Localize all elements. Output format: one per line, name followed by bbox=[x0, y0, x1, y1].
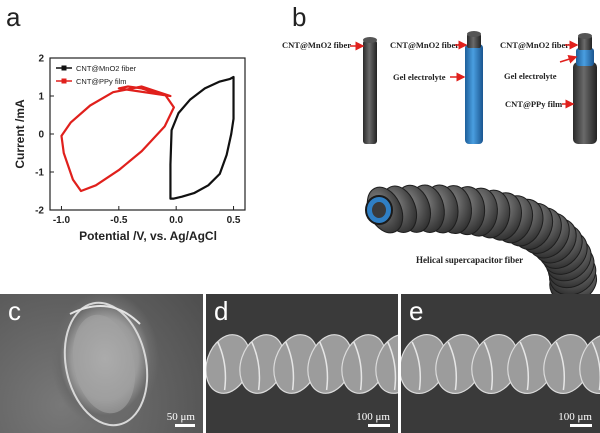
y-tick-label: 0 bbox=[38, 130, 44, 141]
fiber-2-label: CNT@MnO2 fiber bbox=[390, 40, 459, 50]
schematic-diagram: CNT@MnO2 fiber CNT@MnO2 fiber Gel electr… bbox=[282, 31, 597, 300]
coil-highlight bbox=[447, 341, 458, 391]
fiber-1-label: CNT@MnO2 fiber bbox=[282, 40, 351, 50]
coil-highlight bbox=[353, 341, 363, 391]
legend-label-2: CNT@PPy film bbox=[76, 77, 127, 86]
legend-label-1: CNT@MnO2 fiber bbox=[76, 64, 137, 73]
x-tick-label: -1.0 bbox=[53, 215, 71, 226]
helix-caption: Helical supercapacitor fiber bbox=[416, 255, 523, 265]
sem-d-coil bbox=[206, 294, 398, 433]
x-tick-label: 0.5 bbox=[227, 215, 241, 226]
series-line-2 bbox=[60, 85, 175, 193]
fiber-1 bbox=[363, 37, 377, 144]
sem-image-e: e 100 μm bbox=[401, 294, 600, 433]
coil-highlight bbox=[519, 341, 530, 391]
scale-bar-e-label: 100 μm bbox=[558, 411, 592, 423]
cv-chart: -1.0 -0.5 0.0 0.5 -2 -1 0 1 2 CNT@MnO2 fiberCNT@… bbox=[13, 54, 246, 243]
panel-label-e: e bbox=[409, 296, 424, 326]
fiber-3-gel-label: Gel electrolyte bbox=[504, 71, 557, 81]
scale-bar-e-line bbox=[570, 424, 592, 427]
scale-bar-c: 50 μm bbox=[167, 411, 195, 427]
x-tick-label: 0.0 bbox=[169, 215, 183, 226]
panel-label-b: b bbox=[292, 2, 307, 32]
fiber-3-ppy-label: CNT@PPy film bbox=[505, 99, 562, 109]
scale-bar-d-line bbox=[368, 424, 390, 427]
helix-end-cross-section bbox=[365, 195, 393, 225]
y-tick-label: 1 bbox=[38, 92, 44, 103]
scale-bar-d-label: 100 μm bbox=[356, 411, 390, 423]
sem-image-d: d 100 μm bbox=[206, 294, 398, 433]
coil-highlight bbox=[217, 341, 227, 391]
coil-highlight bbox=[411, 341, 422, 391]
y-tick-label: 2 bbox=[38, 54, 44, 65]
sem-e-coil bbox=[401, 294, 600, 433]
y-tick-label: -2 bbox=[35, 206, 44, 217]
coil-highlight bbox=[285, 341, 295, 391]
y-axis-label: Current /mA bbox=[13, 99, 27, 169]
coil-highlight bbox=[387, 341, 397, 391]
coil-highlight bbox=[319, 341, 329, 391]
fiber-2 bbox=[465, 31, 483, 144]
scale-bar-e: 100 μm bbox=[558, 411, 592, 427]
sem-c-detail bbox=[63, 301, 149, 427]
panel-label-d: d bbox=[214, 296, 229, 326]
series-line-1 bbox=[169, 75, 235, 200]
scale-bar-c-line bbox=[175, 424, 195, 427]
legend-marker-1 bbox=[61, 65, 67, 71]
helical-fiber bbox=[366, 184, 597, 300]
y-tick-label: -1 bbox=[35, 168, 44, 179]
coil-turn bbox=[579, 334, 600, 394]
x-axis-label: Potential /V, vs. Ag/AgCl bbox=[79, 229, 217, 243]
sem-image-c: c 50 μm bbox=[0, 294, 203, 433]
scale-bar-d: 100 μm bbox=[356, 411, 390, 427]
scale-bar-c-label: 50 μm bbox=[166, 411, 195, 423]
panel-label-c: c bbox=[8, 296, 21, 326]
coil-highlight bbox=[251, 341, 261, 391]
fiber-3-gel-arrow bbox=[559, 54, 578, 64]
coil-highlight bbox=[555, 341, 566, 391]
fiber-3 bbox=[573, 33, 597, 144]
panel-label-a: a bbox=[6, 2, 21, 32]
coil-highlight bbox=[483, 341, 494, 391]
fiber-3-label: CNT@MnO2 fiber bbox=[500, 40, 569, 50]
fiber-2-gel-label: Gel electrolyte bbox=[393, 72, 446, 82]
legend-marker-2 bbox=[61, 78, 67, 84]
x-tick-label: -0.5 bbox=[110, 215, 128, 226]
